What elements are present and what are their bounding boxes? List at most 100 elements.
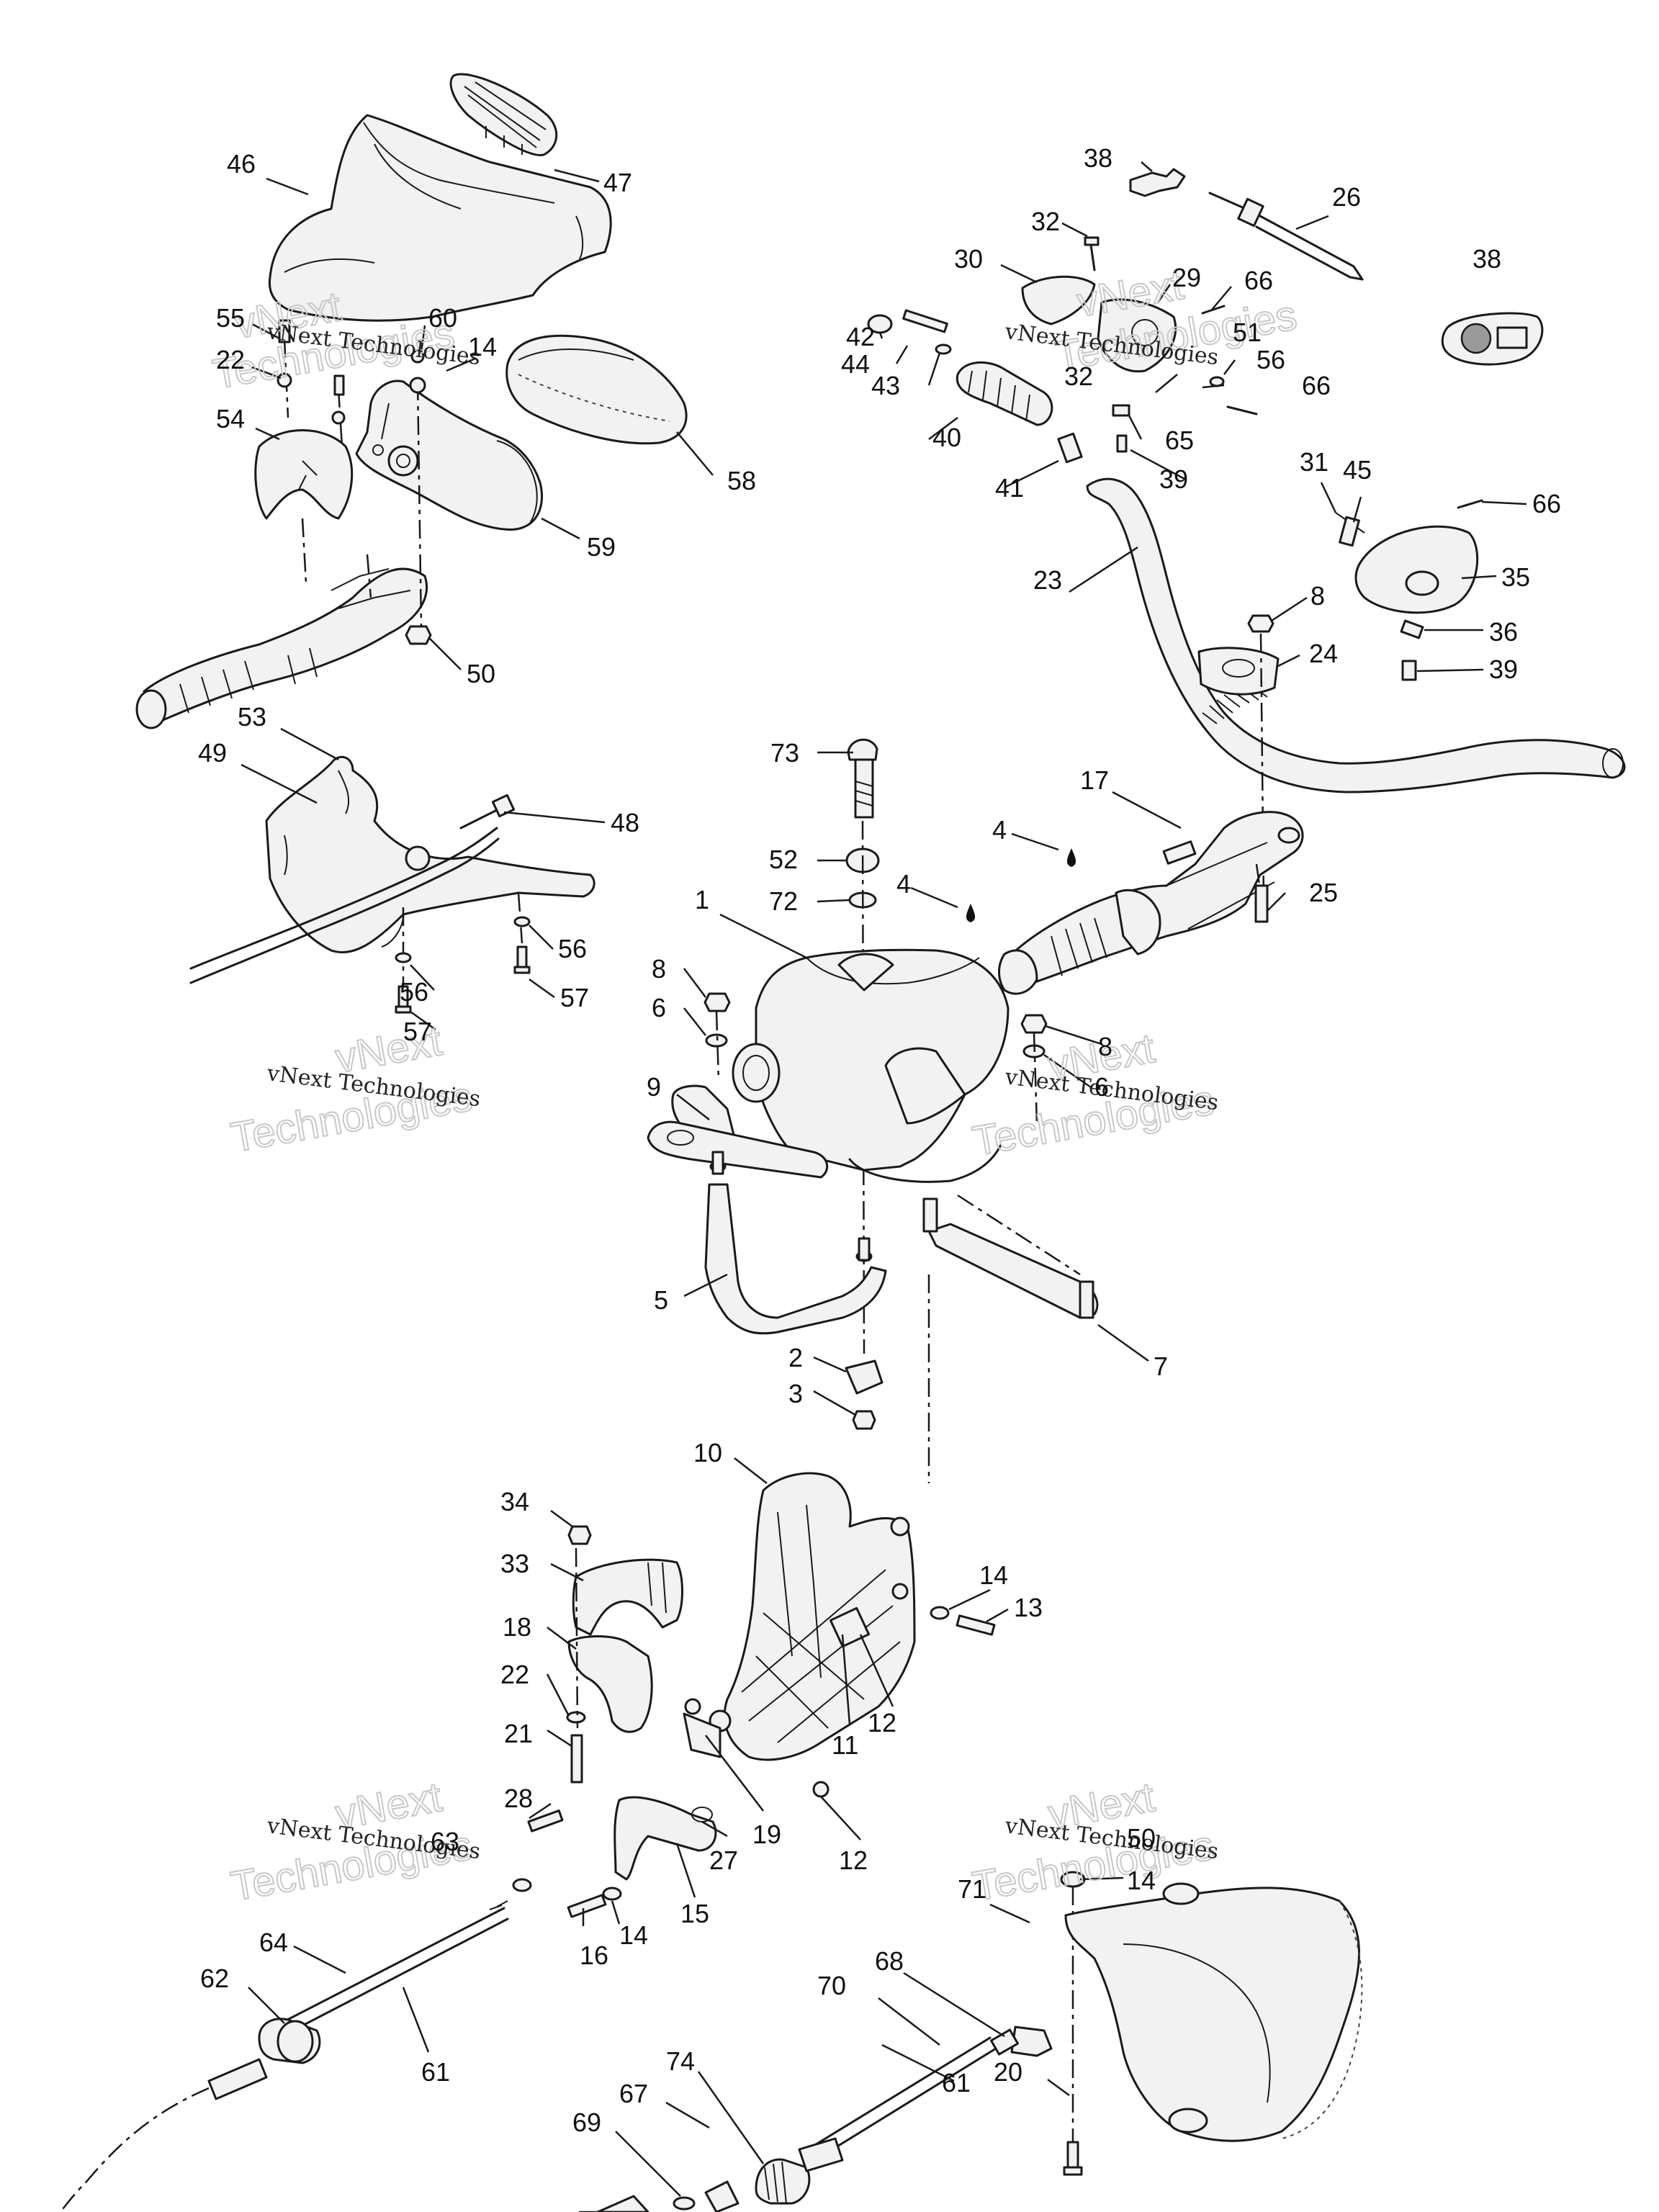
callout-68: 68	[875, 1946, 904, 1976]
callout-33: 33	[500, 1549, 529, 1578]
side-fasteners-6-8	[703, 992, 1048, 1124]
part-53-lower-bracket	[265, 755, 595, 954]
callout-5: 5	[654, 1285, 668, 1315]
callout-52: 52	[769, 845, 798, 874]
callout-34: 34	[500, 1487, 529, 1516]
part-58-seat-pad	[505, 334, 688, 445]
jet-nozzle	[1064, 1882, 1363, 2142]
callout-53: 53	[238, 702, 266, 732]
callout-27: 27	[709, 1845, 738, 1875]
callout-32-b: 32	[1064, 361, 1093, 391]
parts-30-29-switch-housing	[1021, 236, 1177, 373]
part-35-end-cap	[1335, 499, 1483, 681]
callout-50: 50	[467, 659, 495, 688]
part-38-start-button	[1441, 312, 1544, 366]
callout-39-b: 39	[1489, 655, 1518, 684]
callout-38-button: 38	[1473, 244, 1501, 274]
part-61-left-cable	[60, 1900, 509, 2211]
part-5-support-bracket	[704, 1151, 930, 1483]
callout-16: 16	[580, 1941, 608, 1970]
leader-lines	[240, 161, 1527, 2197]
part-54-bracket-shield	[254, 429, 354, 520]
callout-22: 22	[216, 345, 245, 374]
parts-2-3-block-nut	[845, 1359, 884, 1430]
part-40-throttle-grip	[956, 361, 1053, 426]
callout-41: 41	[995, 473, 1024, 503]
callout-6: 6	[652, 993, 666, 1022]
callout-14-c: 14	[1127, 1866, 1156, 1895]
part-61-right-cable	[576, 2026, 1053, 2212]
fastener-leaders-top-left	[276, 319, 432, 645]
callout-29: 29	[1172, 263, 1201, 292]
callout-49: 49	[198, 738, 227, 768]
callout-9: 9	[647, 1072, 661, 1102]
callout-8-c: 8	[1098, 1032, 1112, 1061]
part-23-handlebar	[1086, 477, 1626, 793]
callout-19: 19	[752, 1820, 781, 1849]
callout-26: 26	[1332, 182, 1361, 212]
callout-6-b: 6	[1094, 1072, 1109, 1102]
callout-63: 63	[431, 1827, 459, 1856]
callout-69: 69	[572, 2108, 601, 2137]
callout-58: 58	[727, 466, 756, 495]
callout-7: 7	[1154, 1352, 1168, 1381]
callout-22-b: 22	[500, 1660, 529, 1689]
callout-56: 56	[1256, 345, 1285, 374]
callout-64: 64	[259, 1928, 288, 1957]
callout-57-b: 57	[403, 1017, 432, 1046]
callout-1: 1	[695, 885, 709, 914]
callout-20: 20	[994, 2057, 1022, 2087]
callout-47: 47	[603, 168, 632, 197]
handlebar-grip-left	[135, 567, 428, 729]
callout-74: 74	[666, 2046, 695, 2076]
callout-62: 62	[200, 1964, 229, 1993]
callout-66-c: 66	[1532, 489, 1561, 518]
callout-60: 60	[428, 303, 457, 333]
callout-56-b: 56	[558, 934, 587, 963]
watermark-mid-left: vNext Technologies vNext Technologies	[227, 1017, 482, 1162]
parts-19-27-15-16-link	[512, 1698, 830, 1918]
callout-10: 10	[693, 1438, 722, 1467]
callout-35: 35	[1501, 562, 1530, 592]
part-26-pin	[1208, 192, 1364, 281]
callout-59: 59	[587, 532, 616, 562]
callout-46: 46	[227, 149, 256, 179]
callout-28: 28	[504, 1784, 533, 1813]
callout-15: 15	[680, 1899, 709, 1928]
callout-18: 18	[503, 1612, 531, 1642]
callout-8: 8	[1310, 581, 1325, 611]
callout-61-b: 61	[942, 2068, 971, 2098]
part-46-handlebar-cover	[268, 114, 612, 322]
callout-67: 67	[619, 2079, 648, 2108]
callout-3: 3	[788, 1379, 803, 1408]
callout-4: 4	[992, 815, 1007, 845]
fasteners-56-57	[395, 892, 531, 1014]
part-49-cable	[189, 827, 500, 984]
callout-labels: 46 47 38 26 32 30 29 66 38 42 44 43 32 5…	[198, 143, 1561, 2137]
part-9-plate	[647, 1120, 829, 1179]
callout-25: 25	[1309, 878, 1338, 907]
callout-36: 36	[1489, 617, 1518, 647]
callout-14-b: 14	[979, 1560, 1008, 1590]
callout-66-b: 66	[1302, 371, 1331, 400]
callout-56-c: 56	[400, 977, 428, 1007]
callout-2: 2	[788, 1343, 803, 1372]
callout-71: 71	[958, 1874, 986, 1904]
part-7-arm	[922, 1194, 1099, 1319]
callout-31: 31	[1300, 447, 1328, 477]
callout-8-b: 8	[652, 954, 666, 984]
callout-12: 12	[868, 1708, 896, 1737]
callout-45: 45	[1343, 455, 1372, 485]
callout-48: 48	[611, 808, 639, 837]
callout-72: 72	[769, 886, 798, 916]
callout-70: 70	[817, 1971, 846, 2000]
part-59-instrument-housing	[355, 379, 544, 531]
callout-38: 38	[1084, 143, 1112, 173]
callout-51: 51	[1233, 318, 1262, 347]
callout-65: 65	[1165, 426, 1194, 455]
part-47-vent-grille	[449, 73, 558, 156]
callout-40: 40	[932, 423, 961, 452]
parts-34-33-18-clamp	[566, 1525, 683, 1784]
